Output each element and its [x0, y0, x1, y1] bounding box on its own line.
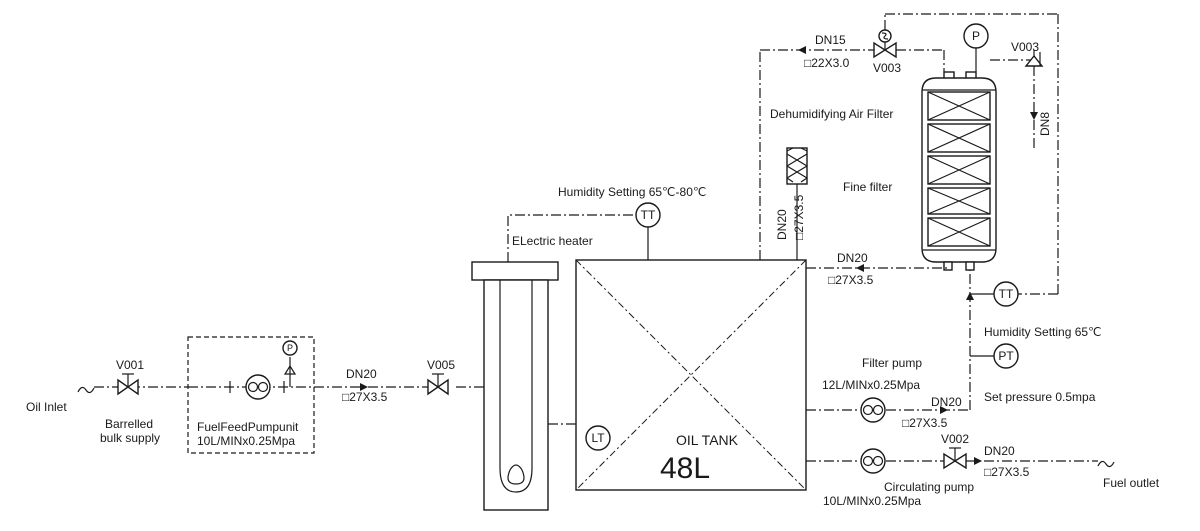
dn20-filter-label: DN20 [931, 395, 962, 409]
oil-inlet-label: Oil Inlet [26, 400, 67, 414]
size-filter-label: □27X3.5 [902, 416, 948, 430]
feed-pump-spec: 10L/MINx0.25Mpa [197, 434, 295, 448]
dn8-label: DN8 [1038, 112, 1052, 136]
filter-pump-label: Filter pump [862, 356, 922, 370]
tt-return-label: TT [999, 287, 1014, 301]
feed-pump-unit-frame [187, 336, 315, 454]
size-out-label: □27X3.5 [984, 465, 1030, 479]
dn20-out-label: DN20 [984, 444, 1015, 458]
oil-tank [575, 259, 807, 491]
dn20-return-label: DN20 [837, 251, 868, 265]
electric-heater [471, 261, 559, 511]
circ-pump-label: Circulating pump [884, 480, 974, 494]
flow-arrow-dn15 [798, 46, 806, 54]
lt-instrument [585, 425, 611, 451]
dn20-vertical-label: DN20 [775, 209, 789, 240]
flow-arrow-return [856, 264, 864, 272]
dn15-label: DN15 [815, 33, 846, 47]
bulk-supply-label: bulk supply [100, 431, 160, 445]
fine-filter-label: Fine filter [843, 180, 892, 194]
valve-v005 [427, 373, 449, 396]
v003-top-label: V003 [873, 61, 901, 75]
inlet-break-symbol [77, 386, 95, 394]
tt-heater-label: TT [641, 208, 656, 222]
humidity-setting-filter: Humidity Setting 65℃ [984, 325, 1102, 339]
p-top-label: P [972, 29, 980, 43]
v003-right-label: V003 [1011, 40, 1039, 54]
v001-label: V001 [116, 358, 144, 372]
feed-pump-symbol [245, 374, 271, 400]
circ-pump-spec: 10L/MINx0.25Mpa [823, 494, 921, 508]
filter-elements [927, 91, 991, 247]
dehumidifying-filter-label: Dehumidifying Air Filter [770, 107, 893, 121]
dn20-inlet-label: DN20 [346, 367, 377, 381]
filter-pump-spec: 12L/MINx0.25Mpa [822, 378, 920, 392]
lt-label: LT [591, 431, 605, 445]
set-pressure-label: Set pressure 0.5mpa [984, 390, 1096, 404]
v005-label: V005 [427, 358, 455, 372]
size-dn15-label: □22X3.0 [804, 56, 850, 70]
solenoid-valve-v003 [873, 14, 897, 59]
oil-tank-label: OIL TANK [676, 432, 739, 448]
flow-arrow-outlet [974, 457, 982, 465]
size-inlet-label: □27X3.5 [342, 390, 388, 404]
dehumidifying-air-filter [786, 147, 808, 260]
flow-arrow-filter-pump [940, 406, 948, 414]
size-return-label: □27X3.5 [828, 273, 874, 287]
humidity-setting-heater: Humidity Setting 65℃-80℃ [558, 185, 706, 199]
filter-pump-symbol [860, 397, 886, 423]
circulating-pump-symbol [860, 448, 886, 474]
feed-pressure-gauge [282, 340, 298, 356]
fuel-outlet-label: Fuel outlet [1103, 476, 1160, 490]
flow-arrow-dn8 [1030, 112, 1038, 120]
size-vertical-label: □27X3.5 [792, 194, 806, 240]
feed-pump-name: FuelFeedPumpunit [197, 420, 299, 434]
outlet-break-symbol [1097, 460, 1115, 468]
barrelled-label: Barrelled [105, 417, 153, 431]
p-feed-label: P [287, 343, 293, 353]
valve-v001 [117, 373, 139, 396]
pt-label: PT [998, 349, 1014, 363]
feed-relief-valve [283, 364, 297, 375]
tank-volume-label: 48L [660, 452, 710, 485]
oil-inlet-line [77, 383, 484, 394]
electric-heater-label: ELectric heater [512, 234, 593, 248]
valve-v002 [943, 447, 967, 470]
flow-arrow-filter-in [966, 292, 974, 300]
v002-label: V002 [941, 432, 969, 446]
flow-arrow [360, 383, 368, 391]
